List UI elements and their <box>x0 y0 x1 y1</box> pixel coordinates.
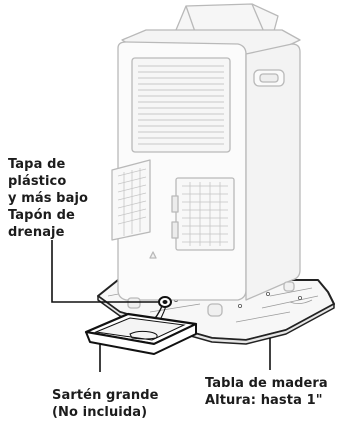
pan-label-line: (No incluida) <box>52 405 148 420</box>
pan-inner <box>94 317 186 341</box>
casters <box>127 281 295 317</box>
board-label: Tabla de madera Altura: hasta 1" <box>205 375 328 409</box>
drain-plug-label-line: drenaje <box>8 225 65 240</box>
leader-lines <box>51 240 271 372</box>
drain-plug-label-line: Tapa de <box>8 157 66 172</box>
pan-label-line: Sartén grande <box>52 388 159 403</box>
caution-mark <box>149 251 157 259</box>
board-label-line: Tabla de madera <box>205 376 328 391</box>
unit-side-face <box>245 43 301 301</box>
water-puddle <box>129 330 158 340</box>
upper-grille <box>131 57 231 153</box>
portable-ac-unit <box>111 3 301 317</box>
drain-plug-label-line: Tapón de <box>8 208 75 223</box>
pan-label: Sartén grande (No incluida) <box>52 387 159 421</box>
pan-side <box>85 323 197 355</box>
drain-plug-label-line: plástico <box>8 174 67 189</box>
lower-filter-panel <box>175 177 235 251</box>
drain-plug-label-line: y más bajo <box>8 191 89 206</box>
leader-plug <box>51 240 158 303</box>
board-label-line: Altura: hasta 1" <box>205 393 323 408</box>
drain-plug-label: Tapa de plástico y más bajo Tapón de dre… <box>8 156 88 241</box>
left-filter-panel <box>111 159 151 241</box>
drain-pan <box>84 312 198 355</box>
upper-grille-slots <box>138 65 224 145</box>
